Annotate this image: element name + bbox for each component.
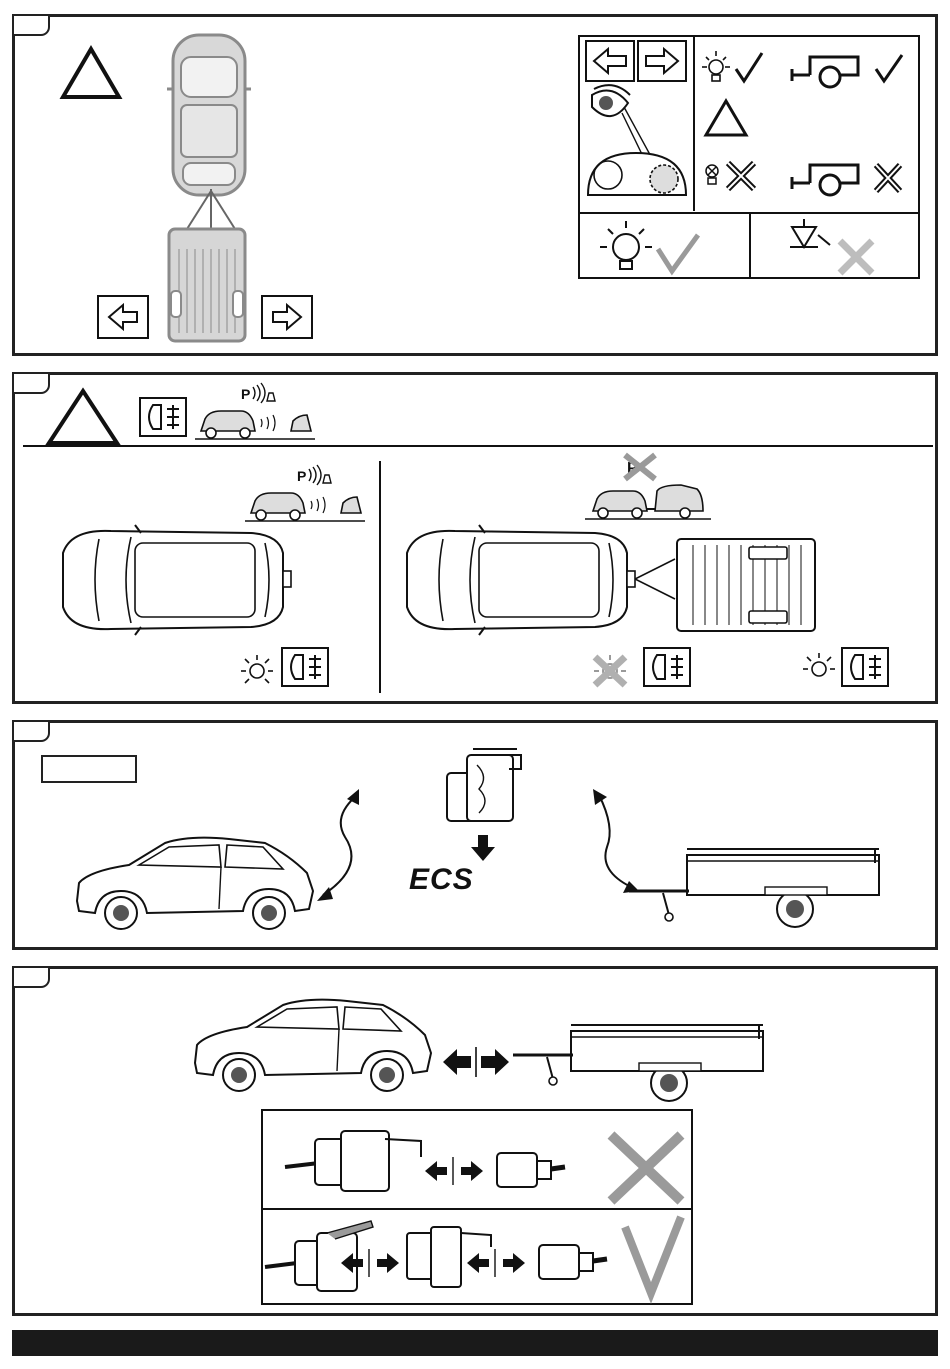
car-top-view-horizontal	[51, 523, 295, 637]
bulb-disabled-icon	[589, 651, 631, 691]
down-arrow-icon	[471, 835, 495, 861]
warning-triangle-icon	[45, 387, 121, 447]
trailer-side-view	[513, 1017, 777, 1109]
parking-sensor-icon: P	[195, 381, 315, 441]
parking-sensor-icon: P	[245, 463, 365, 523]
arrow-left-icon	[97, 295, 149, 339]
ecs-logo: ECS	[409, 863, 474, 897]
step-2-panel: P P	[12, 372, 938, 704]
indicator-legend-box	[578, 35, 920, 279]
parking-p-symbol: P	[241, 386, 250, 402]
bulb-on-icon	[801, 651, 837, 687]
step-4-tab	[12, 966, 50, 988]
bulb-on-icon	[239, 653, 275, 689]
footer-bar	[12, 1330, 938, 1356]
rear-fog-light-icon	[139, 397, 187, 437]
panel-2-divider-vertical	[379, 461, 381, 693]
step-3-panel: ECS	[12, 720, 938, 950]
bidirectional-arrow-icon	[443, 1047, 509, 1077]
warning-triangle-icon	[59, 45, 123, 101]
rear-fog-light-icon	[643, 647, 691, 687]
step-1-tab	[12, 14, 50, 36]
connection-arrow-left	[315, 787, 375, 907]
car-side-view	[69, 835, 319, 931]
parking-sensor-disabled-icon: P	[585, 449, 711, 521]
arrow-right-icon	[261, 295, 313, 339]
step-1-panel	[12, 14, 938, 356]
car-top-view	[165, 27, 255, 202]
panel-2-divider-horizontal	[23, 445, 933, 447]
connector-comparison-box	[261, 1109, 693, 1305]
rear-fog-light-icon	[281, 647, 329, 687]
car-side-view	[187, 997, 437, 1093]
label-box	[41, 755, 137, 783]
car-with-trailer-top-view	[395, 523, 825, 637]
step-4-panel	[12, 966, 938, 1316]
trailer-top-view	[165, 225, 249, 345]
adapter-socket-icon	[439, 747, 529, 827]
step-3-tab	[12, 720, 50, 742]
rear-fog-light-icon	[841, 647, 889, 687]
parking-p-symbol: P	[297, 468, 306, 484]
trailer-side-view	[629, 841, 893, 933]
